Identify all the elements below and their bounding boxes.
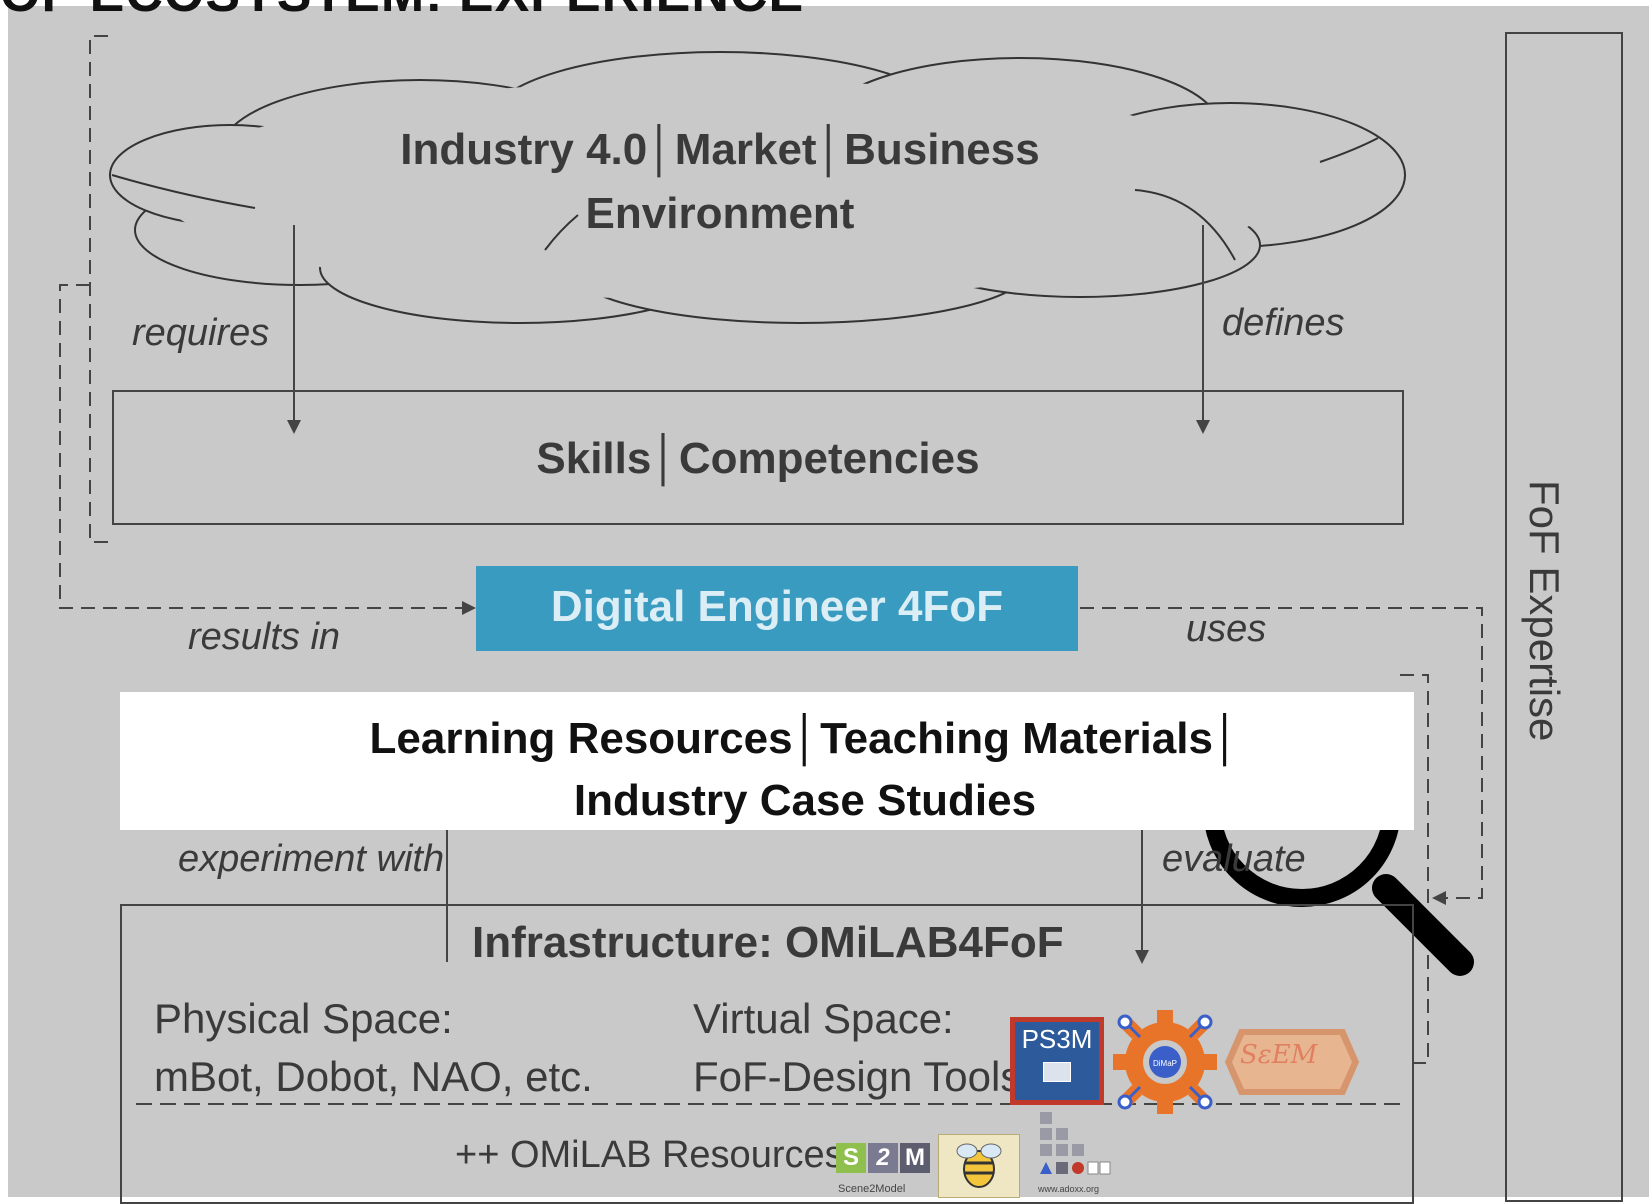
ps3m-logo-text: PS3M [1021, 1024, 1093, 1054]
evaluate-label: evaluate [1162, 838, 1306, 880]
learning-resources-box: Learning Resources│Teaching Materials│ I… [120, 692, 1414, 830]
learning-resources-text: Learning Resources│Teaching Materials│ I… [330, 708, 1280, 832]
seem-logo-text: SεEM [1240, 1040, 1318, 1070]
results-in-connector [59, 284, 476, 615]
ps3m-logo-thumb [1043, 1062, 1071, 1082]
uses-connector [1080, 607, 1483, 905]
fof-expertise-label: FoF Expertise [1521, 480, 1568, 742]
learning-line1: Learning Resources│Teaching Materials│ [369, 714, 1241, 763]
scene2model-letter-m: M [900, 1143, 930, 1173]
dimap-logo: DiMaP [1113, 1010, 1217, 1114]
infrastructure-title: Infrastructure: OMiLAB4FoF [472, 918, 1064, 967]
physical-space-line2: mBot, Dobot, NAO, etc. [154, 1053, 593, 1100]
adoxx-logo [1040, 1112, 1111, 1175]
svg-text:DiMaP: DiMaP [1153, 1059, 1177, 1068]
defines-label: defines [1222, 302, 1345, 344]
cloud-inner-strokes [111, 137, 1379, 261]
cloud-text-line1: Industry 4.0│Market│Business [400, 125, 1040, 174]
environment-cloud-text: Industry 4.0│Market│Business Environment [330, 118, 1110, 246]
adoxx-logo-caption-holder: www.adoxx.org [1038, 1114, 1110, 1198]
cloud-text-line2: Environment [585, 189, 855, 238]
bee-up-logo [938, 1134, 1020, 1198]
requires-label: requires [132, 312, 270, 354]
skills-box: Skills│Competencies [112, 390, 1404, 525]
scene2model-letter-2: 2 [868, 1143, 898, 1173]
digital-engineer-label: Digital Engineer 4FoF [550, 582, 1004, 631]
environment-cloud-core [160, 80, 1280, 300]
bee-icon [956, 1143, 1002, 1188]
uses-label: uses [1186, 608, 1267, 650]
virtual-space-line2: FoF-Design Tools [693, 1053, 1022, 1100]
virtual-space-text: Virtual Space: FoF-Design Tools [693, 990, 1021, 1106]
scene2model-letter-s: S [836, 1143, 866, 1173]
digital-engineer-box: Digital Engineer 4FoF [476, 566, 1078, 651]
right-bracket-dashed [1400, 674, 1429, 1064]
ps3m-logo: PS3M [1010, 1017, 1104, 1105]
scene2model-caption: Scene2Model [838, 1183, 906, 1195]
virtual-space-line1: Virtual Space: [693, 995, 954, 1042]
adoxx-caption: www.adoxx.org [1038, 1184, 1100, 1194]
physical-space-text: Physical Space: mBot, Dobot, NAO, etc. [154, 990, 593, 1106]
ps3m-logo-inner: PS3M [1015, 1022, 1099, 1100]
omilab-resources-label: ++ OMiLAB Resources: [455, 1134, 855, 1176]
skills-label: Skills│Competencies [536, 434, 980, 483]
results-in-label: results in [188, 616, 341, 658]
feedback-bracket-dashed [89, 35, 108, 543]
page-title-fragment: OF ECOSYSTEM: EXPERIENCE [0, 0, 804, 24]
experiment-with-label: experiment with [178, 838, 445, 880]
physical-space-line1: Physical Space: [154, 995, 453, 1042]
learning-line2: Industry Case Studies [573, 776, 1037, 825]
